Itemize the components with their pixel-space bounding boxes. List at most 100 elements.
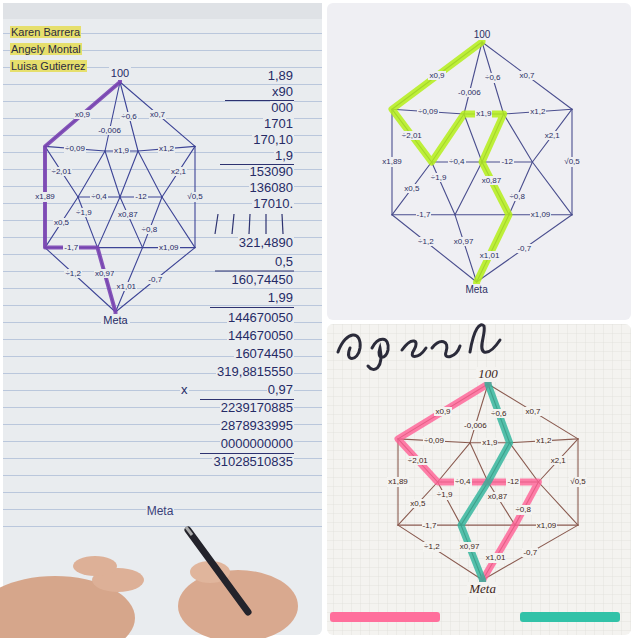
lattice-line: [45, 146, 78, 197]
operation-label: x1,89: [381, 157, 403, 166]
operation-label: ÷0,6: [490, 409, 508, 418]
operation-label: -0,006: [457, 88, 482, 97]
start-node: 100: [472, 29, 493, 41]
lattice-line: [509, 162, 532, 215]
solution-path: [392, 40, 509, 284]
calculation-line: 160,74450: [231, 273, 294, 288]
lattice-line: [510, 443, 539, 482]
notebook-header: [3, 3, 322, 19]
carry-stroke: [282, 214, 283, 234]
lattice-line: [482, 42, 504, 114]
lattice-line: [138, 151, 162, 197]
ruled-lines: [3, 20, 322, 540]
carry-stroke: [215, 214, 218, 234]
operation-label: -1,7: [416, 210, 432, 219]
operation-label: x1,01: [479, 251, 501, 260]
operation-label: -12: [500, 157, 514, 166]
sum-rule: [210, 307, 294, 308]
calculation-line: 321,4890: [238, 236, 294, 251]
operation-label: x1,9: [113, 146, 130, 155]
lattice-line: [398, 482, 438, 525]
cursive-stroke: [470, 325, 500, 352]
start-node: 100: [109, 67, 131, 80]
calculation-line: 153090: [249, 165, 294, 180]
calculation-line: 144670050: [227, 311, 294, 326]
operation-label: ÷0,8: [514, 505, 532, 514]
calculation-line: 2878933995: [220, 419, 294, 434]
operation-label: x0,9: [428, 71, 445, 80]
operation-label: x2,1: [170, 167, 187, 176]
operation-label: ÷1,2: [64, 269, 82, 278]
operation-label: -0,7: [147, 275, 163, 284]
operation-label: ÷0,8: [508, 192, 526, 201]
calculation-line: 1,9: [274, 149, 294, 164]
operation-label: ÷0,4: [90, 192, 108, 201]
operation-label: ÷2,01: [407, 456, 429, 465]
operation-label: x1,09: [530, 210, 552, 219]
operation-label: x1,2: [529, 107, 546, 116]
operation-label: x0,87: [487, 492, 509, 501]
pink-marker-swatch: [330, 612, 440, 622]
lattice-line: [532, 162, 572, 215]
paper-photo: [327, 3, 631, 320]
operation-label: ÷0,6: [120, 112, 138, 121]
operation-label: x0,5: [403, 184, 420, 193]
operation-label: x0,7: [524, 407, 541, 416]
lattice-line: [45, 197, 78, 248]
author-name: Luisa Gutierrez: [10, 60, 87, 73]
operation-label: x1,9: [481, 438, 498, 447]
author-name: Angely Montal: [10, 43, 82, 56]
goal-note: Meta: [146, 505, 175, 519]
lattice-line: [105, 151, 120, 197]
teal-marker-swatch: [520, 612, 620, 622]
calculation-line: x: [180, 383, 189, 398]
operation-label: ÷0,09: [64, 144, 86, 153]
operation-label: x1,2: [158, 144, 175, 153]
goal-node: Meta: [463, 284, 489, 296]
grid-paper-photo: [327, 324, 631, 635]
lattice-line: [120, 197, 143, 248]
operation-label: ÷2,01: [401, 131, 423, 140]
operation-label: ÷0,8: [141, 225, 159, 234]
cursive-stroke: [402, 341, 426, 357]
operation-label: ÷0,6: [484, 73, 502, 82]
calculation-line: 1,99: [267, 291, 294, 306]
operation-label: x0,97: [453, 237, 475, 246]
operation-label: -0,006: [97, 126, 122, 135]
calculation-line: 319,8815550: [216, 365, 294, 380]
calculation-rules: [200, 101, 294, 454]
operation-label: x2,1: [550, 456, 567, 465]
carry-stroke: [249, 214, 250, 234]
lattice-line: [392, 215, 477, 282]
operation-label: -0,7: [516, 244, 532, 253]
calculation-line: 31028510835: [212, 455, 294, 470]
calculation-line: 16074450: [234, 347, 294, 362]
operation-label: x0,87: [481, 176, 503, 185]
operation-label: x2,1: [544, 131, 561, 140]
calculation-line: 1,89: [267, 69, 294, 84]
operation-label: x1,2: [535, 436, 552, 445]
calculation-line: 144670050: [227, 329, 294, 344]
operation-label: ÷0,4: [448, 157, 466, 166]
operation-label: -0,7: [522, 548, 538, 557]
goal-node: Meta: [101, 314, 129, 327]
lattice-line: [78, 151, 105, 197]
goal-node: Meta: [467, 582, 498, 597]
lattice-line: [532, 109, 572, 162]
node-text: Meta: [467, 582, 498, 597]
lattice-line: [120, 82, 138, 151]
operation-label: -1,7: [422, 521, 438, 530]
cursive-stroke: [432, 342, 460, 357]
operation-label: x0,9: [434, 407, 451, 416]
solution-path: [45, 80, 120, 314]
lattice-line: [392, 162, 432, 215]
operation-label: ÷1,9: [75, 208, 93, 217]
operation-label: ÷1,9: [436, 490, 454, 499]
lattice-line: [504, 114, 533, 162]
operation-label: -1,7: [63, 243, 79, 252]
lattice-line: [120, 151, 138, 197]
operation-label: ÷1,2: [423, 542, 441, 551]
operation-label: √0,5: [563, 157, 581, 166]
grid-lines: [327, 324, 631, 635]
